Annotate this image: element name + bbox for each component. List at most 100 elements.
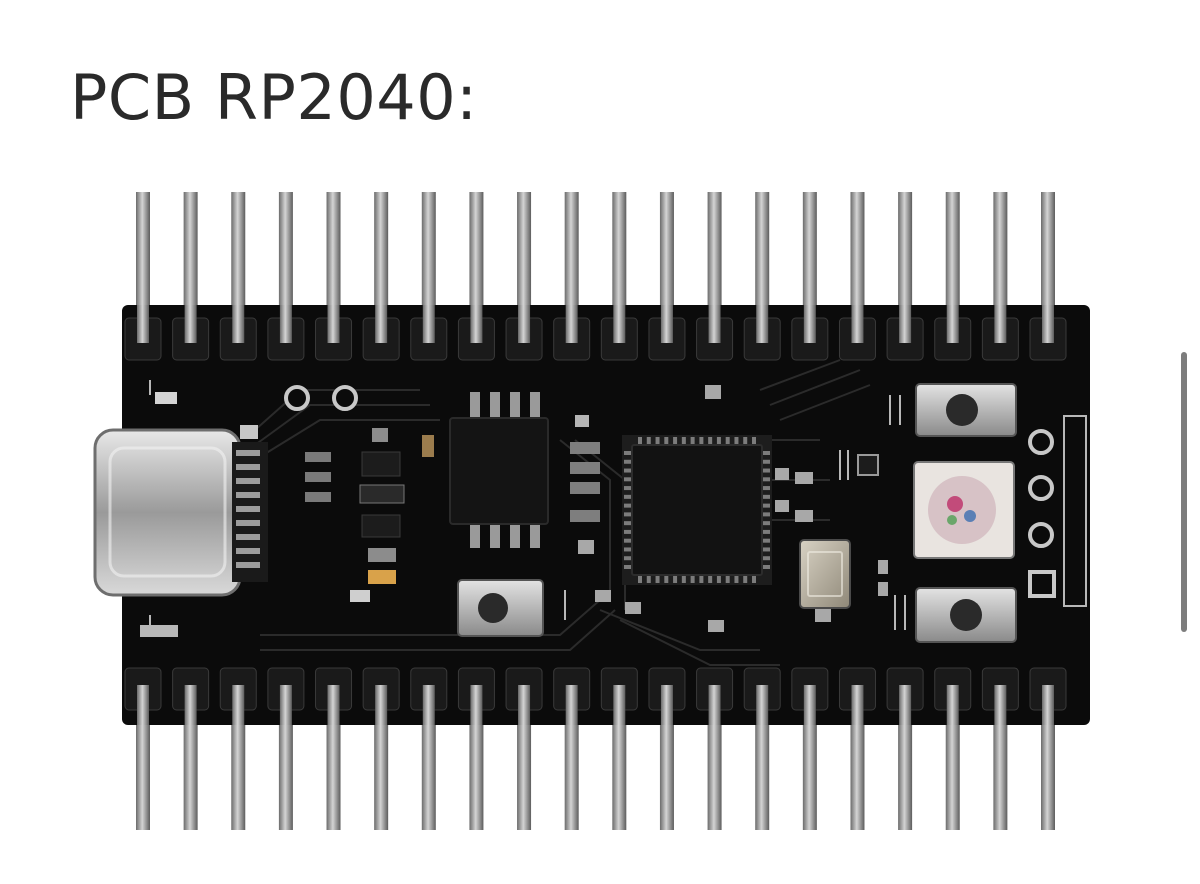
chip-pin	[725, 575, 730, 583]
chip-pin	[624, 547, 632, 552]
top-header-pins	[136, 192, 1055, 342]
chip-pin	[624, 512, 632, 517]
header-pin	[993, 192, 1008, 342]
chip-pin	[690, 437, 695, 445]
passive-components	[140, 385, 888, 637]
chip-pin	[752, 575, 756, 583]
header-pin	[326, 192, 341, 342]
chip-pin	[762, 547, 770, 552]
top-pin-pads	[124, 305, 1067, 361]
chip-pin	[699, 437, 704, 445]
pin-stub	[1042, 305, 1054, 343]
flash-chip	[449, 392, 549, 548]
header-pin	[469, 192, 484, 342]
header-pin	[564, 192, 579, 342]
swd-holes	[1028, 415, 1087, 607]
pin-stub	[279, 305, 292, 343]
pin-stub	[994, 685, 1007, 725]
header-pin	[517, 192, 532, 342]
chip-pin	[664, 575, 669, 583]
boot-button-icon	[457, 579, 544, 637]
pin-stub	[327, 685, 340, 725]
pin-stub	[994, 305, 1007, 343]
chip-pin	[690, 575, 695, 583]
pin-stub	[470, 685, 483, 725]
chip-pin	[638, 575, 642, 583]
chip-pin	[716, 437, 721, 445]
board-photo	[0, 180, 1200, 840]
chip-pin	[681, 575, 686, 583]
header-pin	[136, 192, 150, 342]
chip-pin	[762, 468, 770, 473]
chip-pin	[762, 512, 770, 517]
chip-pin	[624, 538, 632, 543]
pin-stub	[422, 685, 435, 725]
pin-stub	[660, 305, 673, 343]
chip-pin	[743, 437, 748, 445]
chip-pin	[638, 437, 642, 445]
header-pin	[945, 192, 960, 342]
pin-stub	[708, 685, 721, 725]
chip-pin	[646, 437, 651, 445]
chip-pin	[624, 477, 632, 482]
scrollbar[interactable]	[1181, 352, 1187, 632]
header-pin	[278, 192, 293, 342]
chip-pin	[734, 575, 739, 583]
pin-stub	[327, 305, 340, 343]
pin-stub	[565, 305, 578, 343]
pin-stub	[232, 305, 245, 343]
chip-pin	[624, 459, 632, 464]
chip-pin	[762, 451, 770, 455]
reset-button-icon	[915, 383, 1017, 437]
test-holes	[284, 385, 358, 411]
chip-pin	[762, 529, 770, 534]
chip-pin	[624, 521, 632, 526]
pin-stub	[565, 685, 578, 725]
chip-pin	[646, 575, 651, 583]
chip-pin	[664, 437, 669, 445]
chip-pin	[699, 575, 704, 583]
pin-stub	[232, 685, 245, 725]
pin-stub	[375, 305, 388, 343]
pin-stub	[756, 305, 769, 343]
pin-stub	[184, 305, 197, 343]
crystal	[799, 539, 851, 609]
chip-pin	[734, 437, 739, 445]
header-pin	[612, 192, 627, 342]
header-pin	[374, 192, 389, 342]
chip-pin	[725, 437, 730, 445]
chip-pin	[762, 503, 770, 508]
chip-pin	[655, 437, 660, 445]
chip-pin	[673, 575, 678, 583]
pin-stub	[1042, 685, 1054, 725]
header-pin	[755, 192, 770, 342]
header-pin	[1041, 192, 1055, 342]
pin-stub	[518, 305, 531, 343]
chip-pin	[708, 437, 713, 445]
header-pin	[898, 192, 913, 342]
pin-stub	[137, 305, 149, 343]
pin-stub	[518, 685, 531, 725]
chip-pin	[762, 521, 770, 526]
header-pin	[183, 192, 198, 342]
header-pin	[707, 192, 722, 342]
pin-stub	[899, 305, 912, 343]
chip-pin	[762, 494, 770, 499]
chip-pin	[752, 437, 756, 445]
rgb-led-icon	[913, 461, 1015, 559]
pin-stub	[613, 685, 626, 725]
chip-pin	[681, 437, 686, 445]
chip-pin	[624, 529, 632, 534]
header-pin	[850, 192, 865, 342]
pin-stub	[470, 305, 483, 343]
pin-stub	[279, 685, 292, 725]
chip-pin	[624, 486, 632, 491]
chip-pin	[624, 494, 632, 499]
chip-pin	[624, 451, 632, 455]
pin-stub	[613, 305, 626, 343]
pin-stub	[899, 685, 912, 725]
pin-stub	[803, 685, 816, 725]
chip-pin	[762, 486, 770, 491]
page-title: PCB RP2040:	[70, 61, 478, 134]
header-pin	[802, 192, 817, 342]
